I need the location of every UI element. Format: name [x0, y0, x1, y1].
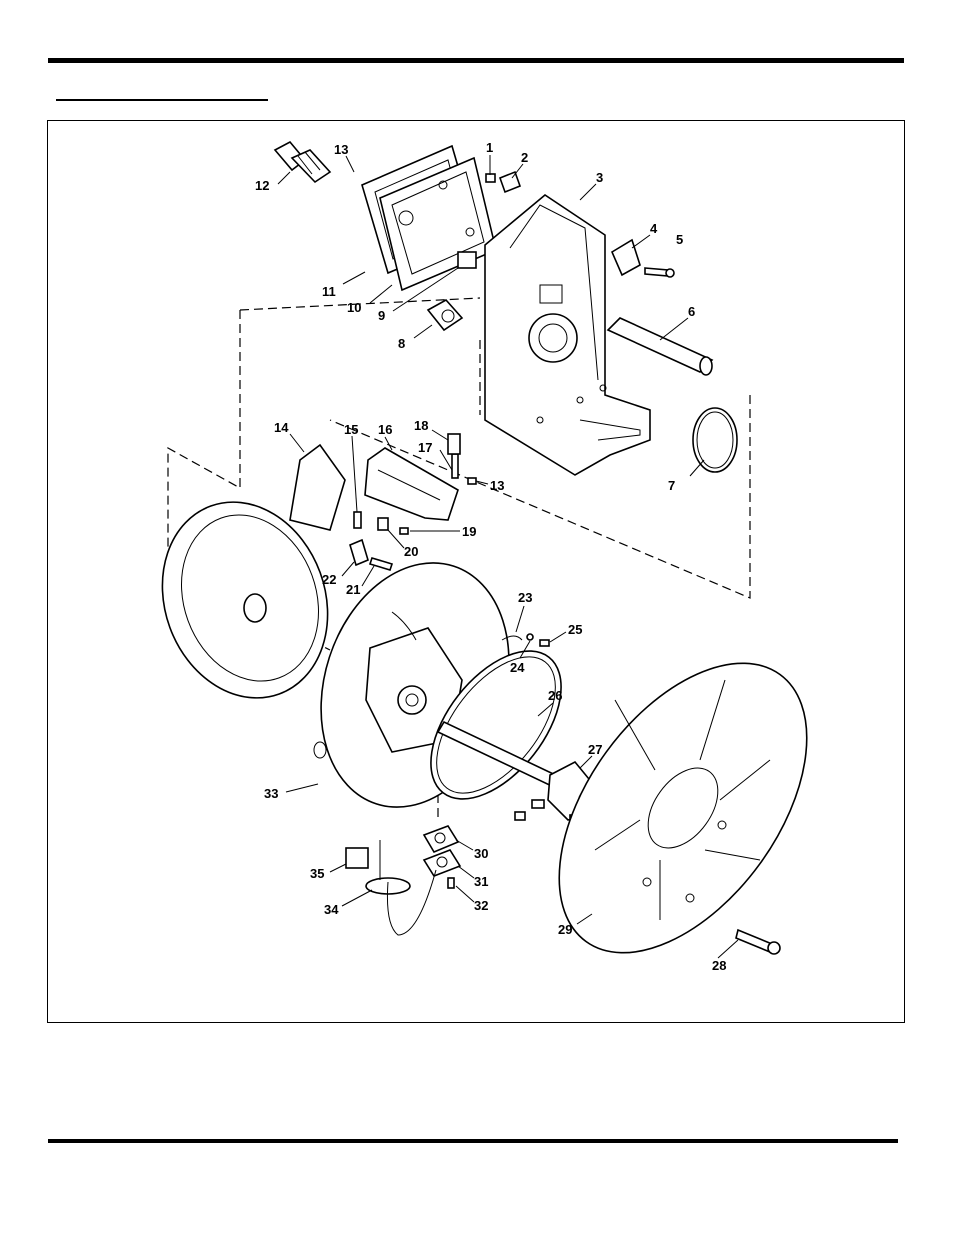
callout-3: 3: [596, 170, 603, 185]
hose-fitting-12: [275, 142, 330, 182]
clip-35: [346, 848, 368, 868]
callout-26: 26: [548, 688, 562, 703]
callout-1: 1: [486, 140, 493, 155]
screw-25: [540, 640, 549, 646]
callout-29: 29: [558, 922, 572, 937]
bushing-9: [458, 252, 476, 268]
callout-14: 14: [274, 420, 289, 435]
callout-31: 31: [474, 874, 488, 889]
callout-13a: 13: [334, 142, 348, 157]
callout-18: 18: [414, 418, 428, 433]
lock-housing-16: [365, 448, 458, 520]
cap-18: [448, 434, 460, 454]
callout-22: 22: [322, 572, 336, 587]
bolt-28: [736, 930, 780, 954]
callout-12: 12: [255, 178, 269, 193]
callout-6: 6: [688, 304, 695, 319]
boot-30: [424, 826, 458, 852]
callout-25: 25: [568, 622, 582, 637]
callout-34: 34: [324, 902, 339, 917]
callout-17: 17: [418, 440, 432, 455]
spring-15: [354, 512, 361, 528]
pawl-20: [378, 518, 388, 530]
callout-30: 30: [474, 846, 488, 861]
callout-21: 21: [346, 582, 360, 597]
screw-32: [448, 878, 454, 888]
callout-27: 27: [588, 742, 602, 757]
callout-23: 23: [518, 590, 532, 605]
gasket-31: [424, 850, 460, 876]
washer-24: [527, 634, 533, 640]
callout-16: 16: [378, 422, 392, 437]
shaft-6: [608, 318, 712, 375]
callout-2: 2: [521, 150, 528, 165]
callout-7: 7: [668, 478, 675, 493]
plug-8: [428, 300, 462, 330]
callout-8: 8: [398, 336, 405, 351]
screw-19: [400, 528, 408, 534]
callout-4: 4: [650, 221, 658, 236]
callout-9: 9: [378, 308, 385, 323]
grommet-34: [366, 840, 436, 935]
callout-24: 24: [510, 660, 525, 675]
callout-5: 5: [676, 232, 683, 247]
bolt-5: [645, 268, 674, 277]
callout-13b: 13: [490, 478, 504, 493]
screw-21: [370, 558, 392, 570]
clip-2: [500, 172, 520, 192]
o-ring-7: [693, 408, 737, 472]
callout-19: 19: [462, 524, 476, 539]
callout-10: 10: [347, 300, 361, 315]
latch-22: [350, 540, 368, 565]
callout-11: 11: [322, 284, 336, 299]
screw-1: [486, 174, 495, 182]
callout-15: 15: [344, 422, 358, 437]
callout-33: 33: [264, 786, 278, 801]
callout-20: 20: [404, 544, 418, 559]
callout-32: 32: [474, 898, 488, 913]
callout-28: 28: [712, 958, 726, 973]
pin-17: [452, 454, 458, 478]
screw-13b: [468, 478, 476, 484]
callout-35: 35: [310, 866, 324, 881]
